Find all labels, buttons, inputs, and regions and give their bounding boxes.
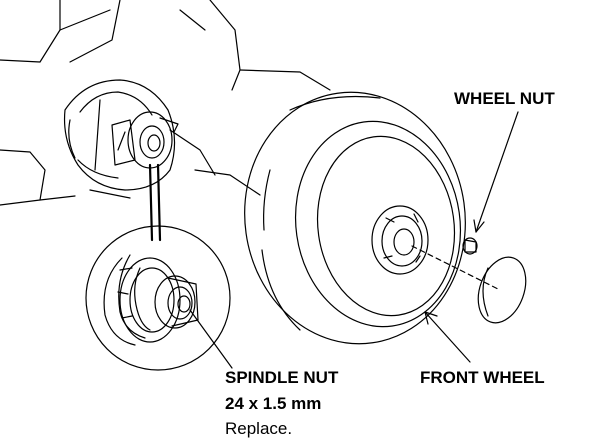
front-wheel-drawing: [244, 91, 466, 345]
hub-cap-drawing: [477, 256, 527, 324]
front-wheel-label: FRONT WHEEL: [420, 368, 545, 387]
alignment-dashed-line: [411, 245, 501, 291]
spindle-detail-circle: [85, 225, 231, 371]
wheel-nut-label: WHEEL NUT: [454, 89, 555, 108]
spindle-nut-leader: [189, 309, 233, 369]
wheel-nut-drawing: [462, 237, 478, 255]
spindle-nut-replace-note: Replace.: [225, 419, 293, 438]
front-wheel-arrowhead: [424, 311, 438, 325]
brake-hub-assembly: [63, 79, 179, 191]
front-wheel-leader: [424, 311, 471, 363]
spindle-nut-label: SPINDLE NUT: [225, 368, 339, 387]
car-body-lines: [0, 0, 331, 206]
wheel-nut-arrowhead: [473, 219, 485, 233]
wheel-nut-leader: [475, 111, 519, 233]
spindle-nut-size-label: 24 x 1.5 mm: [225, 394, 322, 413]
magnify-callout-lines: [148, 163, 162, 242]
